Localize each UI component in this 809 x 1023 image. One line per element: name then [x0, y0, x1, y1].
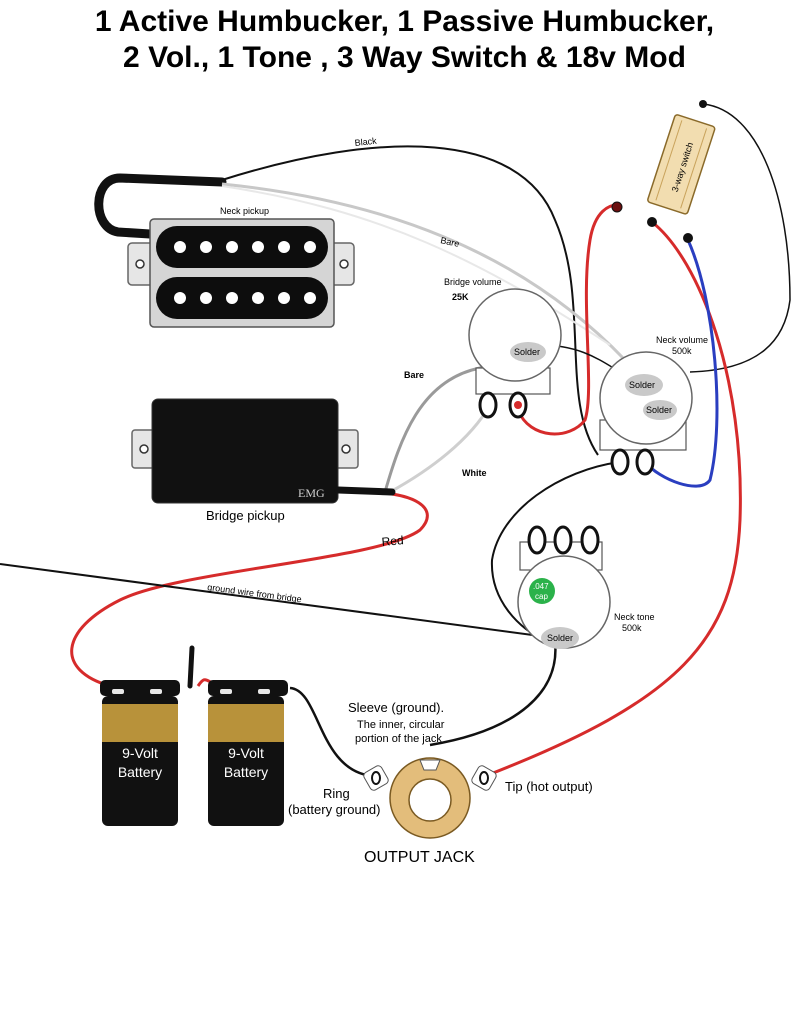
neck-volume-solder-label-1: Solder — [629, 380, 655, 390]
neck-pickup-label: Neck pickup — [220, 206, 269, 216]
bare-wire-bridge — [383, 350, 521, 493]
jack-sleeve-label-3: portion of the jack — [355, 733, 442, 745]
neck-pickup-top-coil — [156, 226, 328, 268]
bare-wire-neck — [221, 182, 627, 362]
bridge-pickup-screw-left — [139, 444, 149, 454]
ground-wire-label: ground wire from bridge — [207, 582, 303, 604]
neck-volume-label: Neck volume — [656, 335, 708, 345]
battery-1-clip — [100, 680, 180, 696]
bridge-pickup-label: Bridge pickup — [206, 508, 285, 523]
neck-volume-solder-2 — [643, 400, 677, 420]
neck-volume-lug-right — [635, 448, 655, 476]
neck-tone-capacitor — [529, 578, 555, 604]
jack-ring-label-2: (battery ground) — [288, 802, 381, 817]
black-wire-sleeve — [429, 641, 557, 747]
jack-sleeve-label-2: The inner, circular — [357, 719, 445, 731]
jack-sleeve-lug — [419, 759, 441, 771]
neck-tone-cap-value: .047 — [533, 582, 549, 591]
bridge-pickup: EMG Bridge pickup — [131, 398, 396, 523]
neck-tone-lug-3 — [580, 525, 600, 555]
neck-tone-solder — [541, 627, 579, 649]
switch-lug-mid — [647, 217, 657, 227]
battery-1-line1: 9-Volt — [122, 745, 158, 761]
black-wire-tone — [490, 461, 621, 641]
title-line-2: 2 Vol., 1 Tone , 3 Way Switch & 18v Mod — [123, 41, 686, 74]
bridge-pickup-cable — [334, 486, 396, 496]
battery-link-wire — [187, 645, 195, 689]
neck-volume-body — [599, 351, 693, 445]
bridge-volume-solder — [510, 342, 546, 362]
neck-tone-lug-2 — [553, 525, 573, 555]
bridge-volume-label: Bridge volume — [444, 277, 502, 287]
bridge-pickup-screw-right — [341, 444, 351, 454]
bare-wire-label-1: Bare — [440, 235, 461, 249]
title-line-1: 1 Active Humbucker, 1 Passive Humbucker, — [94, 5, 715, 38]
red-wire-label: Red — [381, 533, 404, 549]
battery-2-clip — [208, 680, 288, 696]
white-wire-neck — [221, 185, 611, 346]
neck-volume-lug-left — [610, 448, 630, 476]
neck-pickup: Neck pickup — [127, 206, 355, 328]
neck-pickup-screw-right — [339, 259, 349, 269]
neck-pickup-bottom-coil — [156, 277, 328, 319]
red-wire-bridge — [70, 490, 429, 688]
bridge-pickup-brand: EMG — [298, 486, 325, 500]
neck-tone-cap-label: cap — [535, 592, 548, 601]
bridge-volume-pot: Bridge volume 25K Solder — [444, 277, 562, 419]
neck-tone-solder-label: Solder — [547, 633, 573, 643]
red-wire-bridge-vol — [516, 203, 618, 436]
battery-2-band — [208, 704, 284, 742]
bridge-volume-lug-left — [478, 391, 498, 419]
bare-wire-label-2: Bare — [404, 370, 424, 380]
jack-tip-label: Tip (hot output) — [505, 779, 593, 794]
output-jack: OUTPUT JACK Sleeve (ground). The inner, … — [288, 700, 593, 866]
neck-volume-solder-label-2: Solder — [646, 405, 672, 415]
page-title: 1 Active Humbucker, 1 Passive Humbucker,… — [0, 4, 809, 76]
battery-2-line1: 9-Volt — [228, 745, 264, 761]
jack-hole — [408, 778, 452, 822]
black-wire — [221, 145, 599, 456]
switch-ground-wire — [689, 103, 791, 373]
jack-ring-label-1: Ring — [323, 786, 350, 801]
white-wire-label: White — [462, 468, 487, 478]
switch-lug-red — [611, 201, 623, 213]
battery-2-line2: Battery — [224, 764, 268, 780]
neck-pickup-pole-screws — [174, 241, 316, 304]
bridge-volume-body — [468, 288, 562, 382]
bridge-volume-value: 25K — [452, 292, 469, 302]
switch-lug-top — [699, 100, 707, 108]
neck-volume-solder-1 — [625, 374, 663, 396]
battery-1-line2: Battery — [118, 764, 162, 780]
battery-2: 9-Volt Battery — [208, 680, 288, 826]
bridge-volume-solder-label: Solder — [514, 347, 540, 357]
three-way-switch: 3-way switch — [611, 100, 716, 243]
blue-wire — [643, 239, 719, 488]
battery-1: 9-Volt Battery — [100, 680, 180, 826]
white-wire-bridge — [389, 404, 492, 494]
battery-ground-wire — [289, 686, 373, 778]
neck-tone-lug-1 — [527, 525, 547, 555]
neck-volume-pot: Neck volume 500k Solder Solder — [599, 335, 708, 476]
neck-pickup-cable — [94, 173, 227, 239]
black-wire-label: Black — [354, 136, 377, 148]
neck-tone-pot: .047 cap Solder Neck tone 500k — [517, 525, 655, 649]
neck-tone-value: 500k — [622, 623, 642, 633]
ground-wire-from-bridge — [0, 563, 556, 639]
battery-1-band — [102, 704, 178, 742]
bridge-pickup-body — [151, 398, 339, 504]
neck-tone-label: Neck tone — [614, 612, 655, 622]
red-wire-output — [487, 220, 742, 777]
neck-pickup-screw-left — [135, 259, 145, 269]
switch-lug-blue — [683, 233, 693, 243]
neck-volume-value: 500k — [672, 346, 692, 356]
switch-body — [647, 114, 716, 215]
jack-sleeve-label-1: Sleeve (ground). — [348, 700, 444, 715]
output-jack-label: OUTPUT JACK — [364, 849, 475, 866]
